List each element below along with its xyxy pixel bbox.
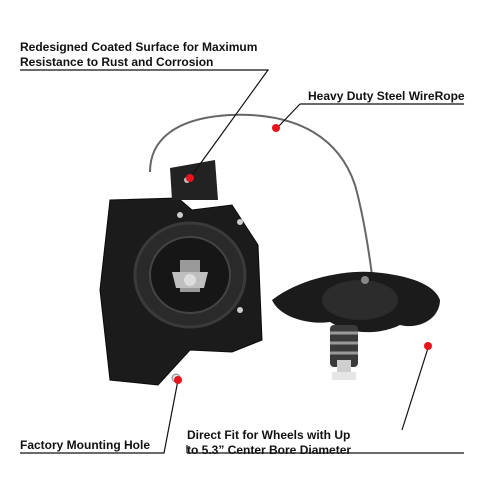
leader-lines (20, 69, 464, 454)
marker-wire-rope (272, 124, 280, 132)
spring-and-bolt (330, 325, 358, 380)
callout-coated-surface-line1: Redesigned Coated Surface for Maximum (20, 40, 258, 54)
lift-plate (272, 271, 440, 333)
callout-wire-rope-text: Heavy Duty Steel WireRope (308, 89, 465, 103)
marker-coated-surface (186, 174, 194, 182)
callout-mounting-hole: Factory Mounting Hole (20, 438, 150, 453)
steel-wire-rope (149, 113, 373, 276)
callout-markers (174, 124, 432, 384)
winch-drum (133, 221, 247, 329)
callout-direct-fit-line1: Direct Fit for Wheels with Up (187, 428, 351, 442)
callout-coated-surface-line2: Resistance to Rust and Corrosion (20, 55, 214, 69)
marker-mounting-hole (174, 376, 182, 384)
callout-direct-fit: Direct Fit for Wheels with Up to 5.3” Ce… (187, 428, 351, 458)
callout-coated-surface: Redesigned Coated Surface for Maximum Re… (20, 40, 257, 70)
marker-lift-plate (424, 342, 432, 350)
callout-direct-fit-line2: to 5.3” Center Bore Diameter (187, 443, 352, 457)
callout-wire-rope: Heavy Duty Steel WireRope (308, 89, 465, 104)
callout-mounting-hole-text: Factory Mounting Hole (20, 438, 150, 452)
